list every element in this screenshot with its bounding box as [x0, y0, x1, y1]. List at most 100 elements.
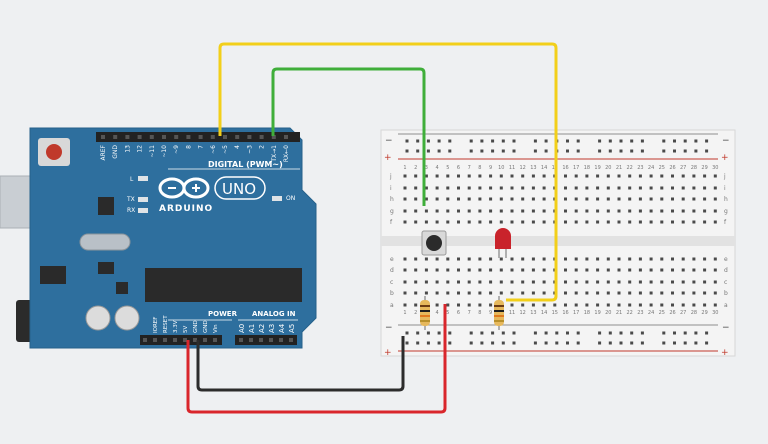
rail-hole[interactable]: [533, 341, 537, 345]
header-pin[interactable]: [198, 135, 203, 139]
breadboard-hole[interactable]: [403, 174, 407, 178]
breadboard-hole[interactable]: [574, 257, 578, 261]
breadboard-hole[interactable]: [660, 291, 664, 295]
rail-hole[interactable]: [662, 139, 666, 143]
breadboard-hole[interactable]: [681, 220, 685, 224]
breadboard-hole[interactable]: [521, 174, 525, 178]
breadboard-hole[interactable]: [489, 257, 493, 261]
breadboard-hole[interactable]: [467, 209, 471, 213]
rail-hole[interactable]: [501, 341, 505, 345]
breadboard-hole[interactable]: [649, 209, 653, 213]
breadboard-hole[interactable]: [467, 257, 471, 261]
header-pin[interactable]: [149, 135, 154, 139]
digital-header[interactable]: [96, 132, 300, 142]
breadboard-hole[interactable]: [606, 257, 610, 261]
breadboard-hole[interactable]: [424, 197, 428, 201]
rail-hole[interactable]: [491, 139, 495, 143]
breadboard-hole[interactable]: [585, 268, 589, 272]
rail-hole[interactable]: [555, 341, 559, 345]
rail-hole[interactable]: [512, 341, 516, 345]
breadboard-hole[interactable]: [467, 280, 471, 284]
breadboard-hole[interactable]: [628, 291, 632, 295]
breadboard-hole[interactable]: [713, 186, 717, 190]
pushbutton-cap[interactable]: [426, 235, 442, 251]
breadboard-hole[interactable]: [510, 268, 514, 272]
breadboard-hole[interactable]: [713, 303, 717, 307]
breadboard-hole[interactable]: [457, 303, 460, 307]
breadboard-hole[interactable]: [510, 303, 514, 307]
breadboard-hole[interactable]: [424, 280, 428, 284]
rail-hole[interactable]: [640, 149, 644, 153]
breadboard-hole[interactable]: [703, 197, 707, 201]
breadboard-hole[interactable]: [713, 209, 717, 213]
breadboard-hole[interactable]: [713, 174, 717, 178]
breadboard-hole[interactable]: [542, 280, 546, 284]
breadboard-hole[interactable]: [521, 209, 525, 213]
breadboard-hole[interactable]: [542, 220, 546, 224]
breadboard-hole[interactable]: [457, 197, 460, 201]
rail-hole[interactable]: [630, 331, 634, 335]
rail-hole[interactable]: [416, 341, 420, 345]
header-pin[interactable]: [259, 135, 264, 139]
breadboard-hole[interactable]: [542, 257, 546, 261]
breadboard-hole[interactable]: [446, 280, 450, 284]
header-pin[interactable]: [249, 338, 253, 342]
breadboard-hole[interactable]: [446, 220, 450, 224]
breadboard-hole[interactable]: [585, 174, 589, 178]
rail-hole[interactable]: [566, 149, 569, 153]
breadboard-hole[interactable]: [564, 186, 567, 190]
breadboard-hole[interactable]: [531, 268, 535, 272]
breadboard-hole[interactable]: [414, 186, 418, 190]
breadboard-hole[interactable]: [596, 197, 600, 201]
rail-hole[interactable]: [694, 331, 698, 335]
breadboard-hole[interactable]: [660, 174, 664, 178]
breadboard-hole[interactable]: [564, 257, 567, 261]
breadboard-hole[interactable]: [617, 209, 621, 213]
rail-hole[interactable]: [469, 139, 473, 143]
header-pin[interactable]: [247, 135, 252, 139]
breadboard-hole[interactable]: [596, 220, 600, 224]
breadboard-hole[interactable]: [510, 291, 514, 295]
breadboard-hole[interactable]: [542, 303, 546, 307]
green-wire[interactable]: [271, 67, 426, 206]
breadboard-hole[interactable]: [499, 220, 503, 224]
breadboard-hole[interactable]: [435, 174, 439, 178]
rail-hole[interactable]: [619, 139, 623, 143]
breadboard-hole[interactable]: [531, 197, 535, 201]
breadboard-hole[interactable]: [703, 209, 707, 213]
breadboard-hole[interactable]: [414, 197, 418, 201]
rail-hole[interactable]: [501, 331, 505, 335]
breadboard-hole[interactable]: [510, 257, 514, 261]
breadboard-hole[interactable]: [638, 280, 642, 284]
breadboard-hole[interactable]: [499, 197, 503, 201]
breadboard-hole[interactable]: [703, 280, 707, 284]
breadboard-hole[interactable]: [649, 220, 653, 224]
breadboard-hole[interactable]: [617, 280, 621, 284]
breadboard-hole[interactable]: [660, 186, 664, 190]
breadboard-hole[interactable]: [606, 220, 610, 224]
rail-hole[interactable]: [630, 149, 634, 153]
breadboard-hole[interactable]: [542, 291, 546, 295]
breadboard-hole[interactable]: [467, 268, 471, 272]
breadboard-hole[interactable]: [660, 268, 664, 272]
breadboard-hole[interactable]: [585, 186, 589, 190]
header-pin[interactable]: [101, 135, 105, 139]
rail-hole[interactable]: [619, 331, 623, 335]
breadboard-hole[interactable]: [489, 303, 493, 307]
breadboard-hole[interactable]: [628, 197, 632, 201]
rail-hole[interactable]: [469, 149, 473, 153]
breadboard-hole[interactable]: [628, 186, 632, 190]
breadboard-hole[interactable]: [457, 268, 460, 272]
rail-hole[interactable]: [555, 331, 559, 335]
breadboard-hole[interactable]: [499, 186, 503, 190]
rail-hole[interactable]: [566, 331, 569, 335]
breadboard-hole[interactable]: [531, 303, 535, 307]
breadboard-hole[interactable]: [564, 280, 567, 284]
breadboard-hole[interactable]: [713, 291, 717, 295]
rail-hole[interactable]: [469, 341, 473, 345]
breadboard-hole[interactable]: [414, 303, 418, 307]
breadboard-hole[interactable]: [542, 174, 546, 178]
header-pin[interactable]: [162, 135, 166, 139]
breadboard-hole[interactable]: [617, 291, 621, 295]
breadboard-hole[interactable]: [403, 186, 407, 190]
